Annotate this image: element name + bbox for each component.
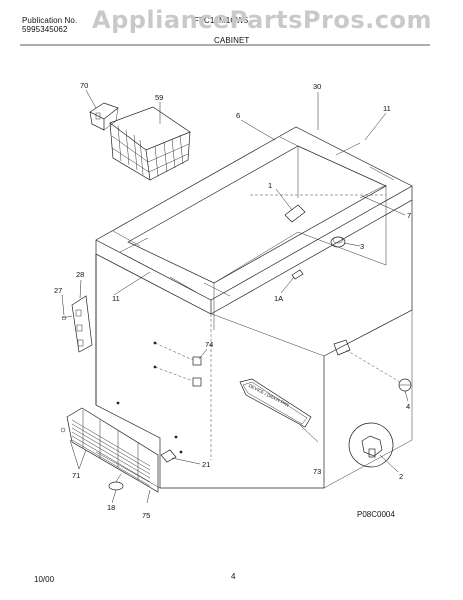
cabinet-top-frame — [95, 126, 413, 315]
part-74-grommets — [192, 356, 202, 387]
model-number: FFC15M1CW5 — [194, 16, 249, 25]
leader-lines — [61, 89, 409, 504]
publication-label: Publication No. — [22, 16, 78, 25]
callout-2: 2 — [399, 472, 403, 481]
basket-bracket-70 — [89, 102, 119, 131]
callout-18: 18 — [107, 503, 115, 512]
callout-4: 4 — [406, 402, 410, 411]
section-title: CABINET — [214, 36, 250, 45]
cabinet-liner — [213, 146, 387, 330]
part-73-label — [239, 378, 312, 428]
callout-73: 73 — [313, 467, 321, 476]
callout-59: 59 — [155, 93, 163, 102]
callout-11-left: 11 — [112, 294, 120, 303]
footer-page-number: 4 — [231, 572, 236, 581]
watermark: AppliancePartsPros.com — [92, 6, 432, 34]
footer-date: 10/00 — [34, 575, 55, 584]
part-3-plug — [330, 236, 346, 248]
part-28-hinge — [61, 295, 93, 353]
callout-1a: 1A — [274, 294, 283, 303]
part-1a-tab — [291, 269, 304, 280]
callout-74: 74 — [205, 340, 213, 349]
part-2-drain-plug — [348, 422, 394, 468]
callout-6: 6 — [236, 111, 240, 120]
publication-number: 5995345062 — [22, 25, 68, 34]
basket-59 — [109, 106, 191, 181]
callout-3: 3 — [360, 242, 364, 251]
callout-27: 27 — [54, 286, 62, 295]
diagram-code: P08C0004 — [357, 510, 395, 519]
callout-1: 1 — [268, 181, 272, 190]
part-18-leveling-leg — [108, 473, 124, 491]
callout-75: 75 — [142, 511, 150, 520]
cabinet-body — [95, 200, 413, 489]
part-1-thermostat — [284, 204, 306, 223]
callout-28: 28 — [76, 270, 84, 279]
part-21-clip — [160, 449, 177, 463]
callout-30: 30 — [313, 82, 321, 91]
callout-21: 21 — [202, 460, 210, 469]
callout-71: 71 — [72, 471, 80, 480]
screws — [116, 341, 183, 454]
part-75-grille — [60, 407, 159, 493]
drain-label-text: DEVICE / DRAIN PAN — [248, 383, 290, 408]
callout-7: 7 — [407, 211, 411, 220]
callout-11-top: 11 — [383, 104, 391, 113]
callout-70: 70 — [80, 81, 88, 90]
